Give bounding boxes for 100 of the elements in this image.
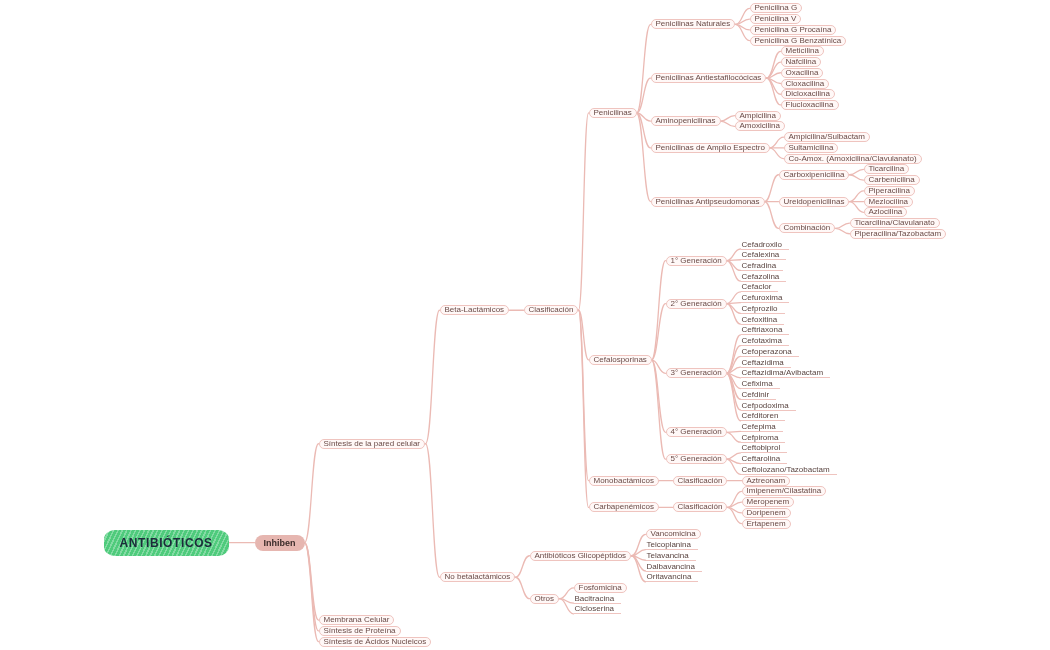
branch-topic: Ertapenem [741,518,791,529]
branch-topic: Ampicilina/Sulbactam [783,132,870,143]
branch-line [227,542,256,544]
leaf-topic: Cefradina [740,260,784,271]
branch-line [514,576,531,600]
branch-line [558,598,575,615]
branch-topic: Doripenem [741,507,791,518]
branch-topic: Dicloxacilina [780,89,835,100]
branch-topic: Flucloxacilina [780,99,839,110]
branch-topic: Mezlocilina [863,196,914,207]
branch-line [726,490,743,509]
branch-topic: Meticilina [780,46,824,57]
branch-topic: Vancomicina [645,529,701,540]
branch-topic: Penicilinas Antipseudomonas [650,196,765,207]
branch-line [635,112,652,149]
leaf-topic: Ceftazidima [740,357,791,368]
branch-topic: Azlocilina [863,207,908,218]
leaf-topic: Teicoplanina [645,540,698,551]
leaf-topic: Cefepima [740,421,783,432]
branch-topic: Sultamicilina [783,142,839,153]
branch-topic: Antibióticos Glicopéptidos [529,550,632,561]
branch-topic: Penicilina G [749,3,803,14]
branch-topic: Piperacilina [863,185,915,196]
branch-topic: Ticarcilina/Clavulanato [849,218,940,229]
branch-line [635,112,652,203]
branch-topic: 3° Generación [665,368,727,379]
leaf-topic: Cefdinir [740,389,777,400]
branch-topic: Penicilinas de Amplio Espectro [650,142,770,153]
branch-topic: Síntesis de Ácidos Nucleicos [318,636,432,647]
leaf-topic: Cefaclor [740,282,779,293]
leaf-topic: Telavancina [645,550,696,561]
leaf-topic: Cefpodoxima [740,400,796,411]
branch-line [630,533,647,557]
branch-topic: Co-Amox. (Amoxicilina/Clavulanato) [783,153,922,164]
branch-line [726,480,743,482]
branch-topic: Carbapenémicos [588,502,659,513]
branch-line [726,506,743,525]
branch-topic: Síntesis de la pared celular [318,438,425,449]
branch-topic: Nafcilina [780,57,822,68]
branch-line [630,555,647,583]
leaf-topic: Ceftazidima/Avibactam [740,368,831,379]
central-topic: ANTIBIÓTICOS [103,529,229,556]
branch-topic: Síntesis de Proteína [318,625,401,636]
branch-topic: Monobactámicos [588,475,659,486]
leaf-topic: Ceftriaxona [740,325,790,336]
leaf-topic: Bacitracina [573,593,622,604]
branch-topic: Imipenem/Cilastatina [741,486,827,497]
branch-topic: 5° Generación [665,454,727,465]
branch-line [725,259,742,282]
leaf-topic: Ceftolozano/Tazobactam [740,464,837,475]
branch-line [424,443,441,578]
branch-line [650,302,667,361]
branch-topic: Carboxipenicilina [778,169,850,180]
leaf-topic: Cefixima [740,379,780,390]
branch-line [765,50,782,79]
branch-topic: Oxacilina [780,67,824,78]
branch-line [765,77,782,106]
branch-topic: Cloxacilina [780,78,830,89]
branch-topic: Piperacilina/Tazobactam [849,228,947,239]
branch-line [514,555,531,578]
branch-line [763,200,780,230]
leaf-topic: Cefprozilo [740,303,785,314]
leaf-topic: Cefalexina [740,250,787,261]
branch-line [725,372,742,422]
branch-topic: No betalactámicos [439,572,516,583]
branch-line [725,452,742,460]
branch-line [734,7,751,26]
branch-line [834,227,851,235]
leaf-topic: Cefpiroma [740,432,786,443]
branch-topic: Clasificación [672,502,728,513]
branch-topic: Clasificación [672,475,728,486]
branch-topic: Amoxicilina [734,121,785,132]
branch-line [725,431,742,443]
branch-topic: Meropenem [741,497,795,508]
branch-topic: Fosfomicina [573,582,627,593]
leaf-topic: Ceftobiprol [740,443,788,454]
branch-line [726,501,743,509]
branch-line [719,115,736,122]
branch-topic: Penicilina G Procaína [749,24,837,35]
branch-line [577,309,590,361]
branch-line [635,77,652,114]
leaf-topic: Cefoxitina [740,314,785,325]
branch-line [725,302,742,325]
leaf-topic: Cefuroxima [740,293,790,304]
main-branch-topic: Inhiben [254,534,305,551]
branch-topic: Carbenicilina [863,175,920,186]
branch-line [734,18,751,26]
branch-topic: Penicilinas Naturales [650,19,736,30]
branch-topic: Penicilinas [588,108,637,118]
branch-line [650,359,667,374]
branch-topic: Membrana Celular [318,615,395,626]
branch-line [558,587,575,600]
branch-line [725,458,742,476]
branch-topic: 2° Generación [665,298,727,309]
branch-line [834,222,851,230]
branch-topic: Otros [529,593,560,604]
leaf-topic: Ceftarolina [740,454,788,465]
branch-line [848,200,865,213]
branch-line [303,443,320,544]
branch-line [848,190,865,203]
